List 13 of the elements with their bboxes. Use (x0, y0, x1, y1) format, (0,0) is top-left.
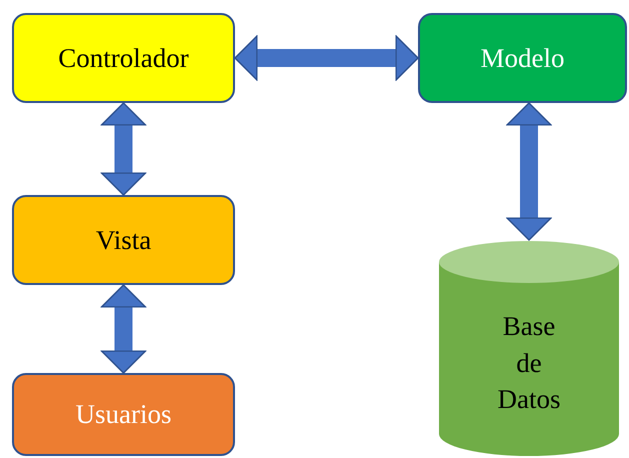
node-label: Controlador (58, 42, 189, 75)
process-box (12, 373, 235, 456)
double-arrow (100, 102, 146, 196)
node-label: Modelo (480, 42, 564, 75)
node-label: Usuarios (76, 398, 172, 432)
process-box (12, 13, 235, 103)
process-box (418, 13, 627, 103)
node-label: Vista (96, 224, 152, 257)
double-arrow (234, 35, 419, 81)
process-box (12, 195, 235, 285)
double-arrow (100, 284, 146, 374)
double-arrow (506, 102, 552, 241)
node-label: Base de Datos (496, 310, 562, 416)
